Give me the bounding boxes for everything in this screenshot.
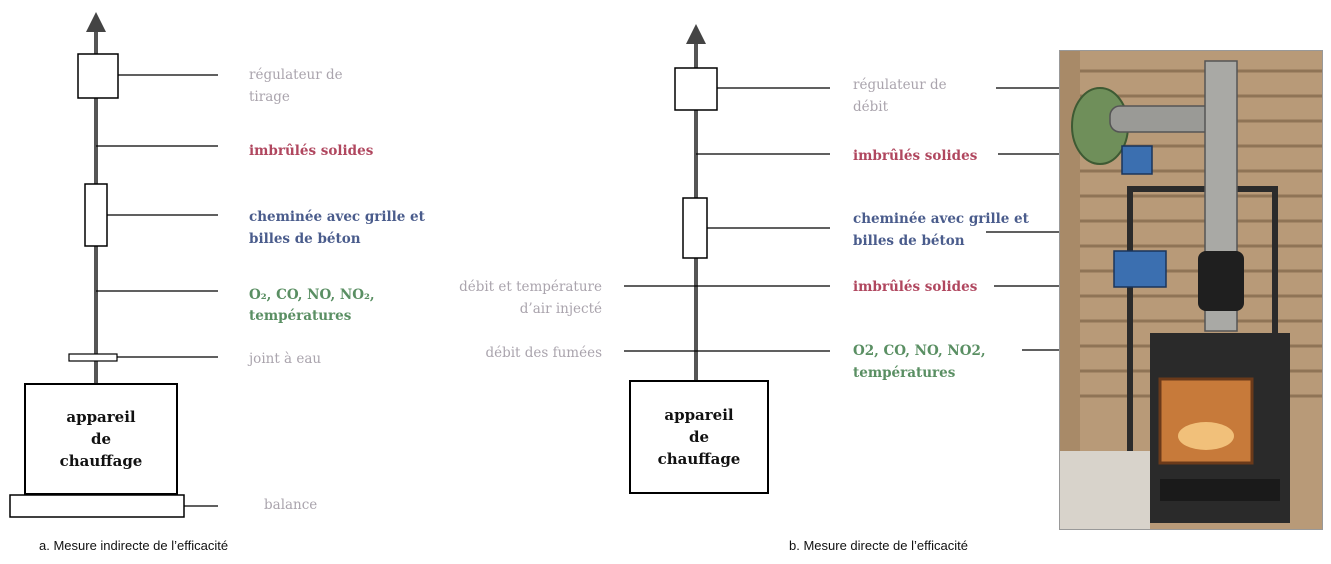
right-label-flow-regulator: régulateur de débit xyxy=(853,77,947,115)
left-label-chimney-grid: cheminée avec grille et billes de béton xyxy=(249,209,425,247)
right-label-flue-flow: débit des fumées xyxy=(485,345,602,361)
right-arrow-head xyxy=(686,24,706,44)
left-label-gas-species: O₂, CO, NO, NO₂, xyxy=(249,287,375,303)
left-heating-appliance: appareil de chauffage xyxy=(24,383,178,495)
right-chimney-grid-box xyxy=(682,197,708,259)
left-chimney-grid-box xyxy=(84,183,108,247)
left-draft-regulator-box xyxy=(77,53,119,99)
right-caption: b. Mesure directe de l’efficacité xyxy=(789,538,968,553)
left-water-seal xyxy=(68,353,118,362)
left-caption: a. Mesure indirecte de l’efficacité xyxy=(39,538,229,553)
left-balance-plate xyxy=(9,494,185,518)
left-label-water-seal: joint à eau xyxy=(249,351,322,367)
right-flow-regulator-box xyxy=(674,67,718,111)
right-label-unburnt-solids-top: imbrûlés solides xyxy=(853,148,978,164)
right-heating-appliance: appareil de chauffage xyxy=(629,380,769,494)
left-label-temperatures: températures xyxy=(249,308,352,324)
left-label-draft-regulator: régulateur de tirage xyxy=(249,67,343,105)
right-label-air-injection: débit et température d’air injecté xyxy=(459,279,602,317)
right-label-unburnt-solids-mid: imbrûlés solides xyxy=(853,279,978,295)
right-label-chimney-grid: cheminée avec grille et billes de béton xyxy=(853,211,1029,249)
left-arrow-head xyxy=(86,12,106,32)
left-label-unburnt-solids: imbrûlés solides xyxy=(249,143,374,159)
test-bench-photo-drawing xyxy=(1060,51,1322,529)
right-label-gas-temperatures: O2, CO, NO, NO2, températures xyxy=(853,343,986,381)
left-label-balance: balance xyxy=(264,497,318,513)
test-bench-photo xyxy=(1059,50,1323,530)
